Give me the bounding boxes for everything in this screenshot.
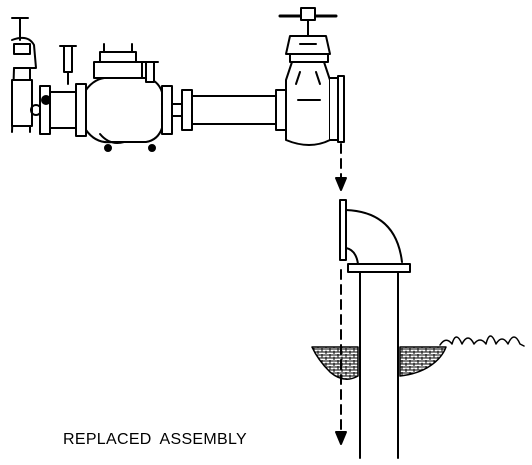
- spool-pipe: [171, 89, 287, 131]
- right-shutoff-valve: [278, 7, 345, 146]
- riser-elbow: [339, 199, 411, 459]
- ground-section: [311, 335, 525, 380]
- backflow-preventer: [39, 43, 173, 152]
- caption-replaced-assembly: REPLACED ASSEMBLY: [63, 431, 247, 448]
- left-shutoff-valve: [11, 17, 42, 133]
- removal-path-upper: [335, 143, 347, 191]
- removal-path-lower: [335, 269, 347, 445]
